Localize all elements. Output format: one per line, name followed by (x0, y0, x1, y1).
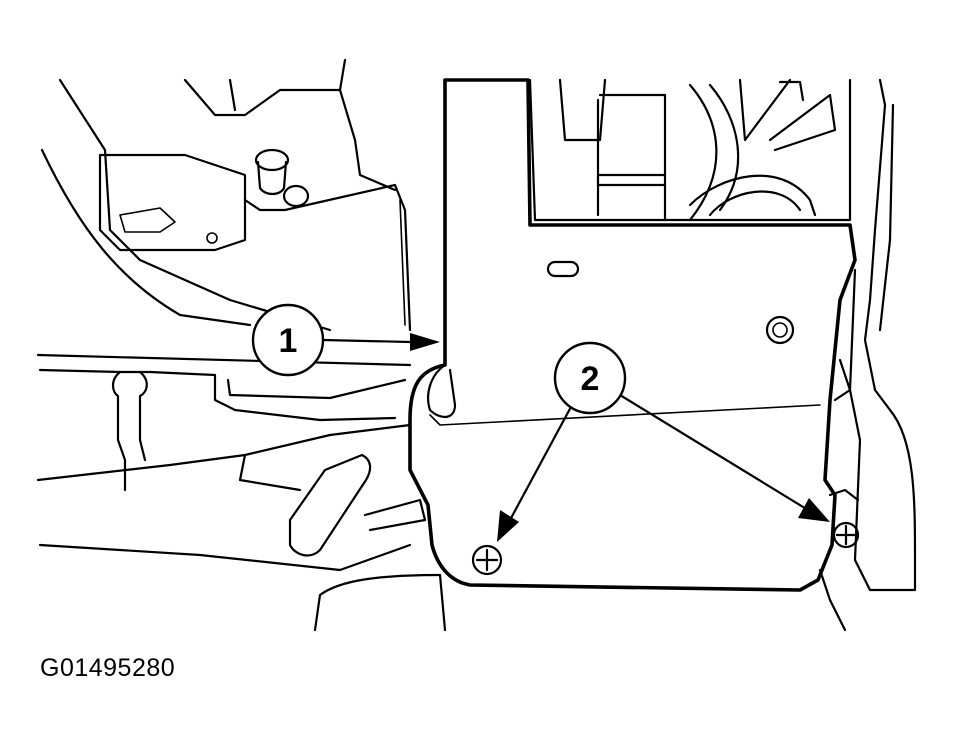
right-side-member (818, 78, 917, 632)
arrow-head-2b (798, 498, 830, 522)
arrow-head-1 (410, 333, 440, 351)
figure-id-label: G01495280 (40, 654, 176, 682)
callout-leaders (321, 333, 830, 542)
bracket-component (408, 78, 860, 592)
arrow-head-2a (497, 510, 519, 542)
background-structure (36, 58, 447, 632)
upper-components (528, 78, 852, 222)
callout-2-label: 2 (581, 360, 600, 398)
callout-1: 1 (251, 303, 325, 377)
callout-1-label: 1 (279, 322, 298, 360)
callout-2: 2 (553, 341, 627, 415)
